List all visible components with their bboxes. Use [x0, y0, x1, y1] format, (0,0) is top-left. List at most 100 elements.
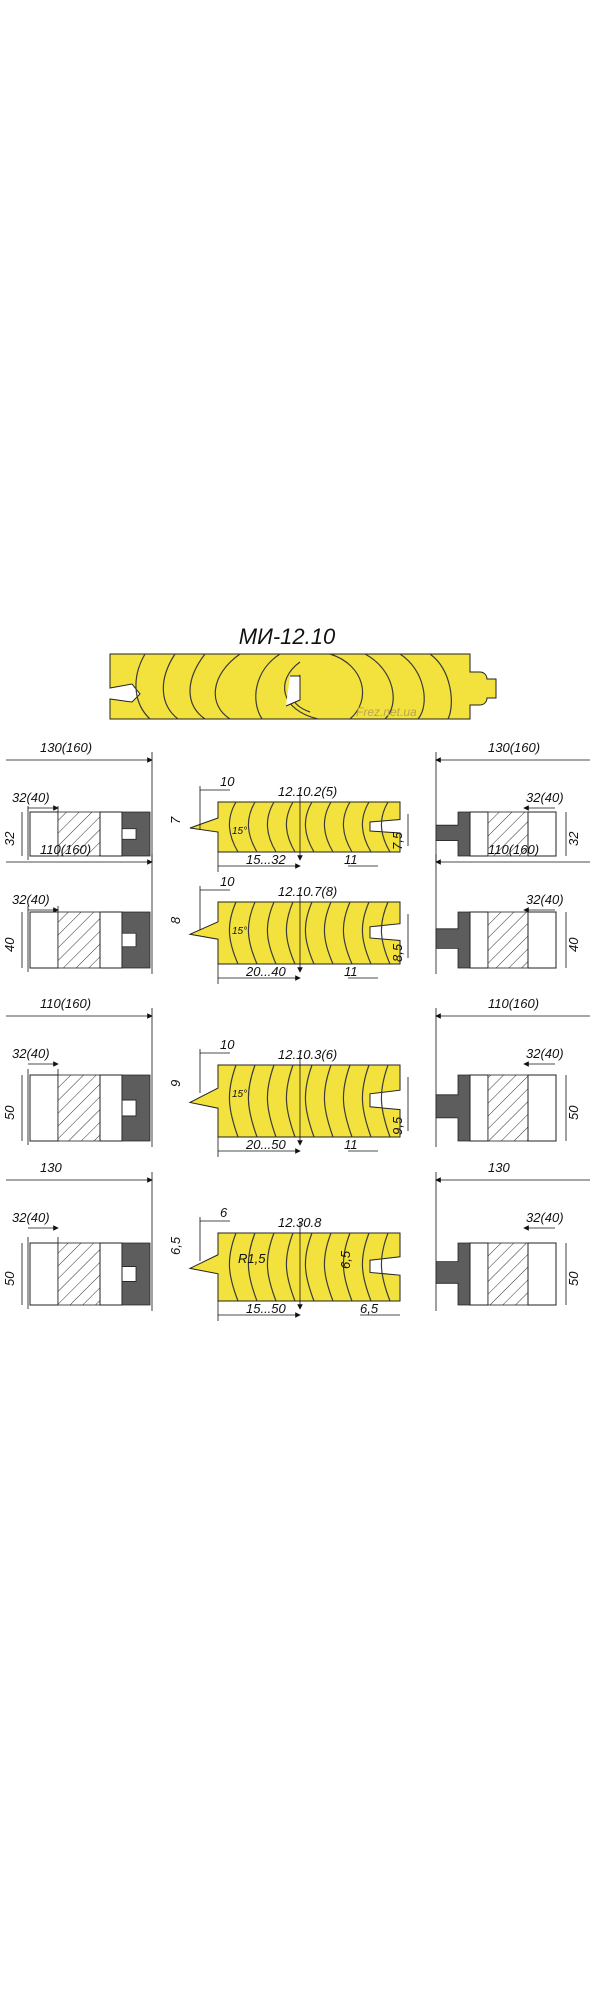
groove-height-label: 6,5: [338, 1250, 353, 1269]
wood-grain-line: [323, 801, 334, 853]
wood-grain-line: [247, 1232, 258, 1302]
watermark-text: Frez.net.ua: [356, 705, 417, 719]
right-hatch: [487, 811, 529, 857]
right-height-label: 32: [566, 831, 581, 846]
wood-grain-line: [342, 801, 353, 853]
wood-grain-line: [266, 1232, 277, 1302]
right-hatch: [487, 911, 529, 969]
wood-grain-line: [247, 801, 258, 853]
left-body: [29, 911, 59, 969]
left-width-label: 32(40): [12, 1210, 50, 1225]
wood-grain-line: [285, 801, 296, 853]
wood-grain-line: [361, 1232, 372, 1302]
tool-row-2: 110(160)32(40)40110(160)32(40)4012.10.7(…: [2, 842, 590, 984]
right-body: [527, 811, 557, 857]
wood-grain-line: [304, 1064, 315, 1138]
left-knife: [121, 1242, 151, 1306]
left-height-label: 50: [2, 1105, 17, 1120]
range-label: 15...32: [246, 852, 287, 867]
wood-grain-line: [323, 1232, 334, 1302]
right-width-label: 32(40): [526, 1046, 564, 1061]
top-dim-label: 10: [220, 874, 235, 889]
left-cutter: 110(160)32(40)40: [2, 842, 153, 974]
right-knife: [435, 811, 471, 857]
tongue-length-label: 11: [344, 852, 358, 867]
left-hatch: [57, 1074, 101, 1142]
wood-grain-line: [361, 801, 372, 853]
right-neck: [469, 1242, 489, 1306]
profile-code: 12.10.2(5): [278, 784, 337, 799]
right-body: [527, 911, 557, 969]
left-neck: [99, 811, 123, 857]
wood-grain-line: [342, 901, 353, 965]
left-body: [29, 1242, 59, 1306]
top-dim-label: 10: [220, 1037, 235, 1052]
wood-grain-line: [323, 1064, 334, 1138]
wood-grain-line: [342, 1064, 353, 1138]
left-cutter: 130(160) 32(40) 32: [2, 740, 153, 862]
groove-width-label: 6,5: [360, 1301, 379, 1316]
top-dim-label: 6: [220, 1205, 228, 1220]
right-knife: [435, 911, 471, 969]
range-label: 20...50: [245, 1137, 287, 1152]
top-dim-label: 10: [220, 774, 235, 789]
center-board-shape: [189, 801, 401, 853]
main-board-profile: Frez.net.ua: [109, 653, 497, 720]
wood-grain-line: [247, 901, 258, 965]
left-width-label: 32(40): [12, 790, 50, 805]
wood-grain-line: [304, 1232, 315, 1302]
tongue-height-label: 9,5: [390, 1116, 405, 1135]
right-neck: [469, 911, 489, 969]
right-cutter: 110(160) 32(40) 50: [435, 996, 590, 1147]
right-diameter-label: 110(160): [488, 996, 539, 1011]
wood-grain-line: [323, 901, 334, 965]
left-hatch: [57, 911, 101, 969]
wood-grain-line: [247, 1064, 258, 1138]
right-height-label: 40: [566, 937, 581, 952]
wood-grain-line: [228, 801, 239, 853]
left-width-label: 32(40): [12, 892, 50, 907]
right-knife: [435, 1074, 471, 1142]
right-width-label: 32(40): [526, 1210, 564, 1225]
left-diameter-label: 130: [40, 1160, 62, 1175]
right-body: [527, 1074, 557, 1142]
right-diameter-label: 130(160): [488, 740, 540, 755]
tongue-height-label: 8,5: [390, 943, 405, 962]
right-height-label: 50: [566, 1271, 581, 1286]
left-knife: [121, 811, 151, 857]
left-cutter: 110(160)32(40)50: [2, 996, 153, 1147]
right-cutter: 130(160)32(40)32: [435, 740, 590, 862]
left-cutter: 130 32(40) 50: [2, 1160, 153, 1311]
wood-grain-line: [361, 1064, 372, 1138]
tongue-length-label: 11: [344, 1137, 358, 1152]
tool-row-1: 130(160)32(40)32130(160)32(40)3212.10.2(…: [2, 740, 590, 872]
right-hatch: [487, 1242, 529, 1306]
wood-grain-line: [285, 1064, 296, 1138]
left-height-label: 50: [2, 1271, 17, 1286]
side-dim-label: 8: [168, 916, 183, 924]
right-height-label: 50: [566, 1105, 581, 1120]
side-dim-label: 7: [168, 816, 183, 824]
right-body: [527, 1242, 557, 1306]
wood-grain-line: [285, 1232, 296, 1302]
left-hatch: [57, 811, 101, 857]
tool-row-4: 13032(40)5013032(40)5012.30.866,5R1,515.…: [2, 1160, 590, 1321]
left-body: [29, 811, 59, 857]
left-height-label: 32: [2, 831, 17, 846]
wood-grain-line: [342, 1232, 353, 1302]
left-neck: [99, 1242, 123, 1306]
wood-grain-line: [228, 1232, 239, 1302]
wood-grain-line: [361, 901, 372, 965]
radius-label: R1,5: [238, 1251, 266, 1266]
profile-code: 12.10.3(6): [278, 1047, 337, 1062]
center-board-shape: [188, 1064, 401, 1138]
left-diameter-label: 130(160): [40, 740, 92, 755]
wood-grain-line: [304, 901, 315, 965]
left-knife: [121, 911, 151, 969]
left-knife: [121, 1074, 151, 1142]
left-diameter-label: 110(160): [40, 996, 91, 1011]
